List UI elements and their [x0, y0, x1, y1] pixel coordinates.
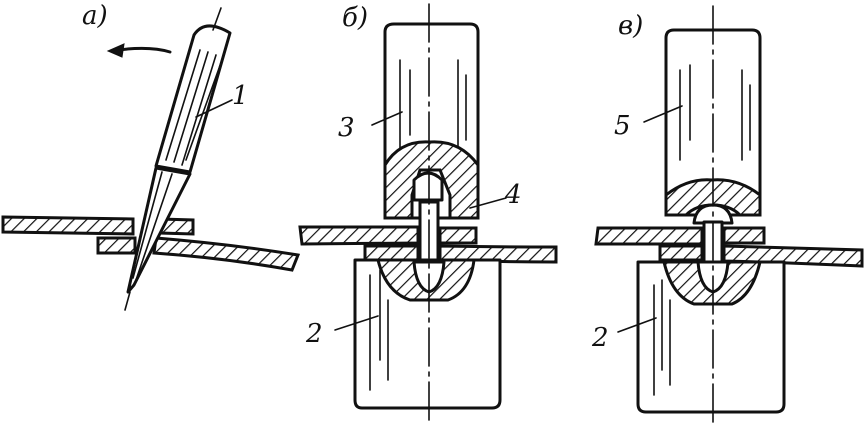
leader-1 — [195, 99, 233, 118]
leader-2-b — [334, 315, 379, 331]
leader-2-c — [617, 317, 657, 333]
panel-label-b: б) — [342, 3, 368, 33]
label-support-c: 2 — [591, 323, 609, 353]
panel-label-a: а) — [82, 1, 108, 31]
punch-tool — [124, 7, 232, 311]
upper-die — [383, 22, 480, 220]
label-rivet: 4 — [504, 180, 522, 210]
support-block-b — [353, 258, 502, 410]
sheet-plates-c — [594, 226, 864, 268]
support-block-c — [636, 260, 786, 414]
leader-5 — [643, 105, 683, 123]
direction-arrow — [106, 43, 172, 58]
label-punch: 1 — [232, 81, 249, 111]
label-support: 2 — [305, 319, 323, 349]
panel-label-c: в) — [618, 11, 643, 41]
leader-4 — [469, 197, 507, 209]
label-finishing-die: 5 — [614, 111, 631, 141]
leader-3 — [371, 111, 403, 126]
panel-a: а) 1 — [1, 1, 301, 311]
sheet-plates-b — [298, 225, 558, 264]
panel-c: в) 5 2 — [591, 5, 864, 427]
label-upper-die: 3 — [338, 113, 355, 143]
panel-b: б) 3 4 2 — [298, 3, 558, 427]
